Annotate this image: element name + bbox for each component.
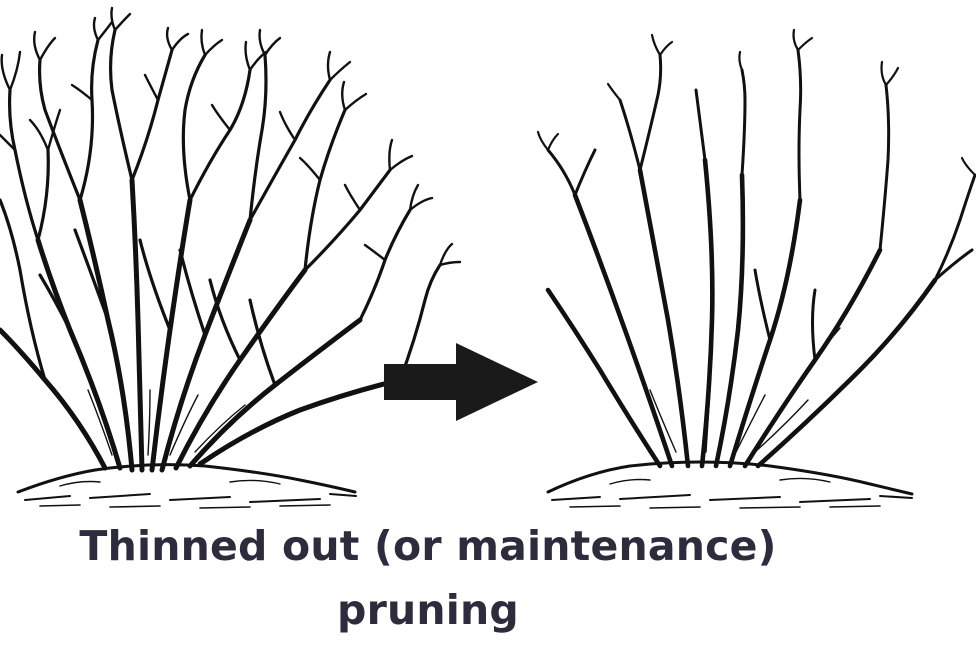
thinned-shrub-icon: [536, 28, 976, 509]
caption-line-1: Thinned out (or maintenance): [79, 522, 777, 570]
caption-line-2: pruning: [337, 586, 519, 634]
right-arrow-icon: [384, 343, 538, 421]
dense-shrub-icon: [0, 6, 462, 509]
